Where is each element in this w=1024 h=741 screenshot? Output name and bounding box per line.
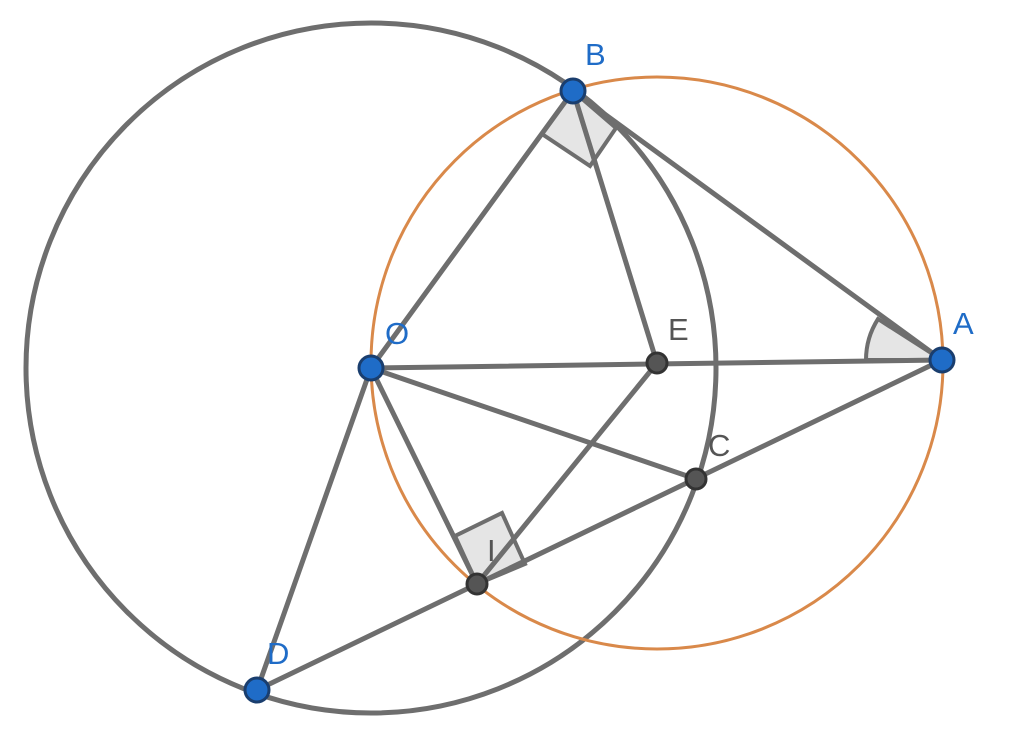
point-i <box>465 572 489 596</box>
segment-o-c <box>368 365 699 482</box>
point-c <box>684 467 708 491</box>
large-circle-center-o <box>23 20 719 716</box>
label-d: D <box>267 636 289 671</box>
segment-b-e <box>570 88 660 366</box>
segment-e-i <box>474 360 660 587</box>
point-a <box>928 346 956 374</box>
point-b <box>559 77 587 105</box>
segment-d-a <box>254 357 945 693</box>
segment-o-d <box>254 365 374 693</box>
label-c: C <box>708 428 730 463</box>
segment-o-b <box>368 88 576 371</box>
label-i: I <box>487 533 496 568</box>
label-b: B <box>585 37 606 72</box>
segment-b-a <box>570 88 945 363</box>
point-d <box>243 676 271 704</box>
label-e: E <box>668 312 689 347</box>
segment-o-i <box>368 365 480 587</box>
point-o <box>357 354 385 382</box>
point-e <box>645 351 669 375</box>
label-a: A <box>953 306 974 341</box>
label-o: O <box>385 316 409 351</box>
